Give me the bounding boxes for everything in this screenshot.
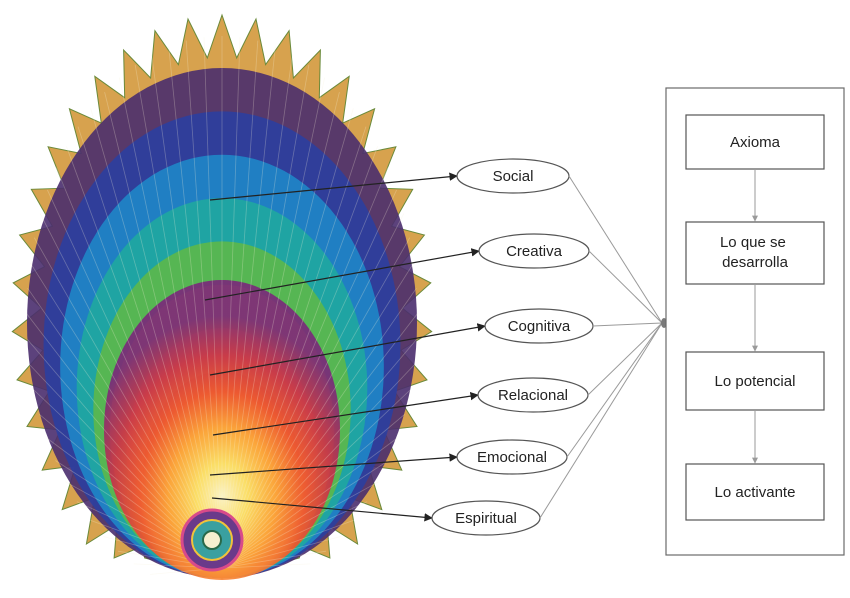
flow-box-axioma-label: Axioma (730, 134, 781, 151)
dimension-cognitiva: Cognitiva (209, 308, 594, 376)
dimension-espiritual: Espiritual (211, 497, 541, 536)
dimension-espiritual-label: Espiritual (455, 510, 517, 527)
flower-core (104, 280, 340, 580)
dimension-relacional-label: Relacional (498, 387, 568, 404)
dimension-social: Social (209, 158, 570, 201)
dimension-emocional: Emocional (209, 439, 568, 476)
arrow-social (209, 172, 458, 201)
dimension-cognitiva-label: Cognitiva (508, 318, 571, 335)
arrow-cognitiva (209, 323, 486, 376)
string-art-flower-illustration (11, 13, 433, 580)
flow-box-lo-potencial (685, 351, 825, 411)
dimension-emocional-label: Emocional (477, 449, 547, 466)
dimension-creativa-label: Creativa (506, 243, 563, 260)
mandala-seed-icon (180, 508, 244, 572)
flow-box-lo-activante (685, 463, 825, 521)
arrow-espiritual (211, 497, 433, 522)
arrow-emocional (209, 453, 458, 476)
flow-box-lo-que-se-desarrolla-line-2: desarrolla (722, 254, 789, 271)
flow-box-lo-potencial-label: Lo potencial (715, 373, 796, 390)
dimension-relacional: Relacional (212, 377, 589, 436)
flow-panel: Axioma Lo que se desarrolla Lo potencial… (665, 87, 845, 556)
flower-threads (26, 36, 418, 575)
dimension-social-label: Social (493, 168, 534, 185)
arrow-creativa (204, 248, 480, 301)
arrow-relacional (212, 391, 479, 436)
dimension-connectors (539, 175, 663, 519)
flow-box-lo-activante-label: Lo activante (715, 484, 796, 501)
dimension-creativa: Creativa (204, 233, 590, 301)
flow-box-lo-que-se-desarrolla-line-1: Lo que se (720, 234, 786, 251)
flow-box-lo-que-se-desarrolla (685, 221, 825, 285)
flow-box-lo-que-se-desarrolla-label: Lo que se desarrolla (720, 234, 790, 271)
flow-box-axioma (685, 114, 825, 170)
